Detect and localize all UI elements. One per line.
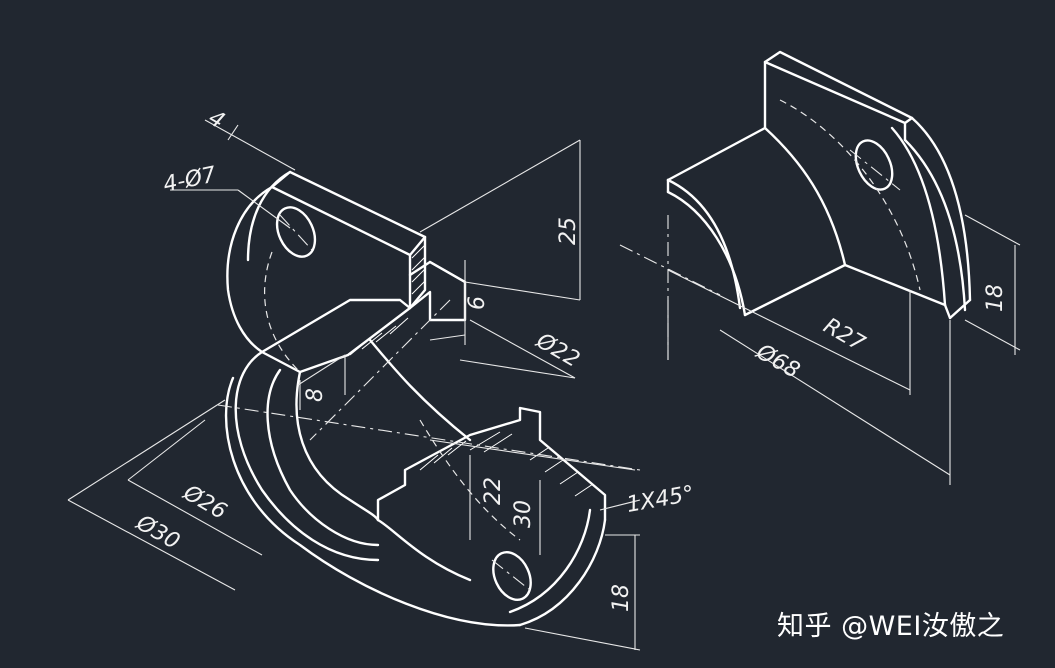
lower-flange	[376, 406, 607, 522]
top-hole	[275, 206, 317, 258]
top-shell-arc	[226, 185, 274, 354]
label-length-22: 22	[481, 477, 506, 505]
center-hole-top	[279, 214, 313, 251]
lower-flange-arc-2	[508, 508, 592, 614]
left-part	[67, 119, 641, 651]
bracket-hidden-arc	[779, 99, 921, 291]
bracket-web-bottom	[743, 263, 847, 317]
bracket-bottom-tip	[943, 303, 952, 320]
dims-right	[667, 214, 1021, 485]
bracket-front-arc	[666, 190, 747, 317]
center-line-v	[309, 299, 451, 441]
label-radius-27: R27	[819, 314, 869, 357]
bracket-outer-arc	[903, 138, 967, 312]
label-rib-6: 6	[465, 296, 490, 310]
label-diameter-68: Ø68	[751, 339, 804, 384]
bore-back-arc	[368, 338, 472, 442]
label-height-25: 25	[556, 217, 581, 245]
bracket-front-arc-2	[666, 178, 742, 310]
hatch-lower	[419, 431, 594, 497]
label-bore-22: Ø22	[531, 328, 584, 373]
label-gap: 4	[204, 106, 229, 135]
lower-outer-arc	[224, 376, 522, 627]
rib-top	[428, 260, 467, 284]
bore-front-arc	[295, 370, 380, 522]
label-length-30: 30	[511, 500, 536, 528]
label-height-18-bottom: 18	[609, 584, 634, 612]
lower-bottom-arc	[376, 518, 472, 582]
bracket-web-arc	[763, 126, 847, 267]
label-diameter-26: Ø26	[178, 480, 231, 525]
center-hole-bottom	[491, 559, 531, 591]
lower-inner-arc-1	[234, 350, 380, 562]
rib-step	[408, 260, 467, 322]
hole-center	[849, 149, 901, 191]
top-flange-outline	[270, 170, 427, 310]
bracket-top-edge	[763, 50, 914, 125]
lower-flange-front-arc	[518, 518, 607, 627]
center-line-h	[217, 404, 641, 471]
lower-inner-arc-2	[266, 368, 380, 547]
bracket-inner-arc	[890, 126, 947, 307]
bracket-bottom-edge	[948, 298, 972, 320]
dims-left	[67, 119, 641, 651]
bracket-hole	[854, 139, 894, 191]
bracket-outer-arc-2	[910, 116, 972, 302]
label-height-18-right: 18	[983, 284, 1008, 312]
watermark: 知乎 @WEI汝傲之	[777, 611, 1005, 642]
bracket-base-line	[843, 263, 947, 307]
label-chamfer: 1X45°	[625, 481, 696, 517]
bracket-center-h	[619, 244, 721, 296]
bracket-outline	[666, 60, 907, 182]
bottom-hole	[492, 551, 532, 601]
right-part	[619, 50, 1021, 485]
flange-edge	[408, 235, 427, 257]
label-web-8: 8	[303, 388, 328, 402]
hidden-top-arc	[263, 251, 301, 373]
label-holes: 4-Ø7	[161, 162, 218, 198]
top-shell-arc-inner	[246, 170, 292, 262]
